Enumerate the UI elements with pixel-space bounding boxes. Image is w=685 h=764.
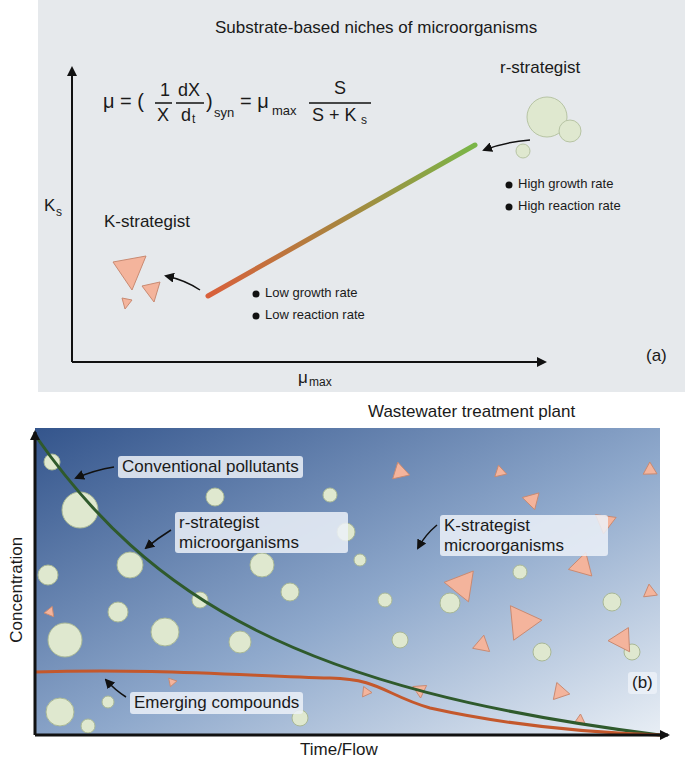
r-cell <box>81 719 95 733</box>
emerging-curve <box>35 671 660 735</box>
panel-title: Wastewater treatment plant <box>368 402 575 422</box>
equation-part: dX <box>178 80 200 101</box>
r-cell <box>354 554 366 566</box>
type-label: K-strategist <box>104 212 190 232</box>
r-cell <box>108 602 128 622</box>
panel-letter: (a) <box>646 346 667 366</box>
axis-label: μ <box>298 368 308 388</box>
k-cell <box>363 687 373 697</box>
equation-part: S <box>334 78 346 99</box>
r-cell <box>533 643 551 661</box>
conventional-curve <box>35 435 660 735</box>
leader-arrow <box>418 525 437 548</box>
k-cell <box>444 571 473 602</box>
k-cell <box>473 635 490 651</box>
axis-label: s <box>56 206 62 220</box>
trait-label: Low growth rate <box>265 286 358 301</box>
equation-part: t <box>192 113 195 127</box>
panel-b-ground <box>35 428 660 735</box>
type-label: r-strategist <box>500 58 580 78</box>
curve-label: Emerging compounds <box>130 692 303 714</box>
panel-letter: (b) <box>628 672 657 694</box>
equation-part: μ = ( <box>103 90 144 113</box>
cell-label: r-strategist microorganisms <box>175 512 348 553</box>
k-cell <box>553 683 569 700</box>
leader-arrow <box>166 276 200 290</box>
axis-title: Concentration <box>7 537 27 643</box>
k-cell <box>522 493 539 510</box>
k-cell <box>169 678 177 687</box>
fraction-bar <box>155 102 172 104</box>
r-cell <box>38 565 58 585</box>
r-cell <box>559 120 581 142</box>
k-cell <box>643 462 657 474</box>
axis-title: Time/Flow <box>300 740 378 760</box>
r-cell <box>323 488 337 502</box>
r-cell <box>378 593 392 607</box>
k-cell <box>113 256 146 290</box>
panel-title: Substrate-based niches of microorganisms <box>215 18 537 38</box>
x-axis <box>72 361 545 363</box>
equation-part: S + K <box>312 105 357 126</box>
leader-arrow <box>106 680 126 697</box>
y-axis <box>34 432 37 735</box>
k-cell <box>122 298 132 309</box>
r-cell <box>392 632 408 648</box>
trait-label: High reaction rate <box>518 199 621 214</box>
k-cell <box>393 462 410 479</box>
bullet <box>506 204 513 211</box>
r-cell <box>516 144 530 158</box>
equation-part: syn <box>214 106 234 121</box>
k-cell <box>510 606 542 641</box>
trait-label: Low reaction rate <box>265 308 365 323</box>
equation-part: d <box>181 105 191 126</box>
r-cell <box>48 623 82 657</box>
equation-part: X <box>157 105 169 126</box>
r-cell <box>206 488 224 506</box>
x-axis <box>35 734 668 737</box>
r-cell <box>102 696 114 708</box>
fraction-bar <box>309 102 371 104</box>
panel-a-ground <box>38 0 685 392</box>
k-cell <box>44 606 54 616</box>
r-cell <box>513 565 527 579</box>
equation-part: ) <box>206 90 213 113</box>
niche-line <box>208 145 475 296</box>
leader-arrow <box>146 530 171 548</box>
r-cell <box>62 492 98 528</box>
fraction-bar <box>176 102 204 104</box>
k-cell <box>644 584 658 597</box>
r-cell <box>229 631 251 653</box>
r-cell <box>117 552 143 578</box>
r-cell <box>281 583 299 601</box>
axis-label: max <box>309 376 332 390</box>
equation-part: max <box>272 104 297 119</box>
axis-label: K <box>44 196 55 216</box>
k-cell <box>142 282 160 302</box>
equation-part: s <box>361 114 367 128</box>
leader-arrow <box>76 467 114 478</box>
r-cell <box>603 593 621 611</box>
bullet <box>253 313 260 320</box>
trait-label: High growth rate <box>518 177 613 192</box>
equation-part: 1 <box>160 80 170 101</box>
k-cell <box>608 628 630 652</box>
equation-part: = μ <box>240 90 269 113</box>
y-axis <box>71 68 73 362</box>
r-cell <box>46 698 74 726</box>
bullet <box>506 182 513 189</box>
r-cell <box>151 618 179 646</box>
r-cell <box>440 593 460 613</box>
k-cell <box>568 553 591 577</box>
cell-label: K-strategist microorganisms <box>440 515 608 556</box>
k-cell <box>495 465 507 477</box>
curve-label: Conventional pollutants <box>118 456 303 478</box>
r-cell <box>250 553 274 577</box>
bullet <box>253 291 260 298</box>
leader-arrow <box>484 140 530 150</box>
